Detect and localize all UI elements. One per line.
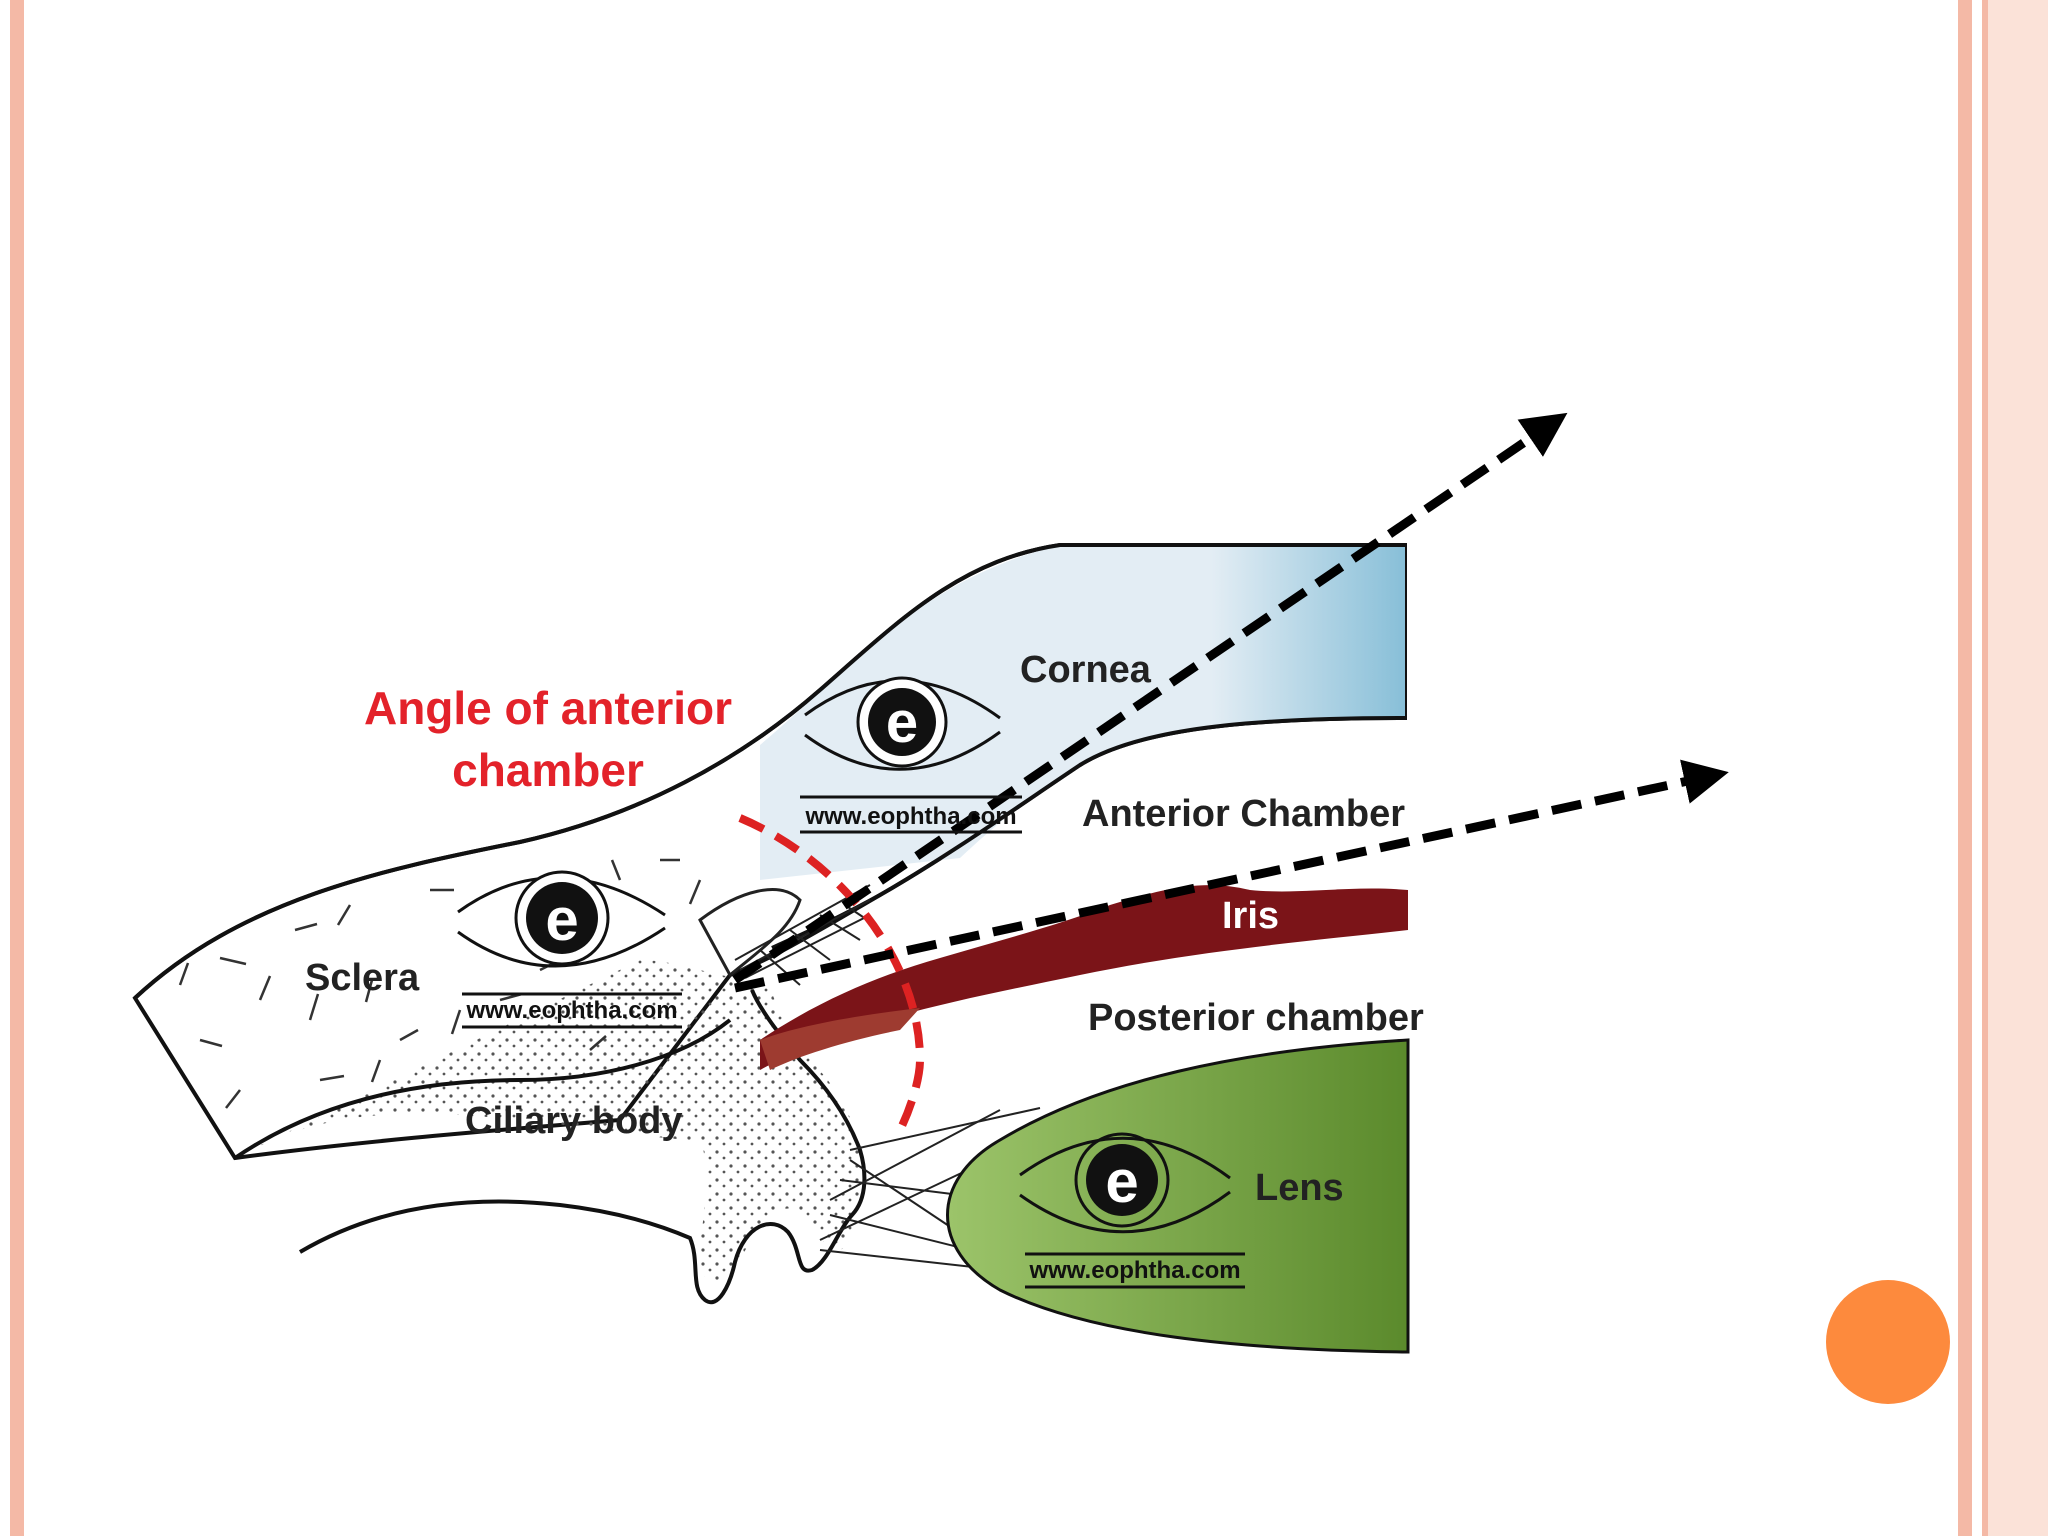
label-cornea: Cornea <box>1020 649 1152 691</box>
diagram-title-line-2: chamber <box>452 744 644 796</box>
ciliary-body-outline <box>298 989 867 1305</box>
label-iris: Iris <box>1222 895 1279 937</box>
angle-indicator-arc <box>738 814 925 1132</box>
watermark-letter: e <box>886 690 918 755</box>
label-posterior-chamber: Posterior chamber <box>1088 997 1424 1039</box>
label-anterior-chamber: Anterior Chamber <box>1082 793 1405 835</box>
ciliary-body <box>235 960 861 1283</box>
watermark-logo-cornea: e www.eophtha.com <box>800 676 1022 834</box>
label-ciliary-body: Ciliary body <box>465 1100 683 1142</box>
cornea-outer-edge <box>133 543 1405 1000</box>
label-lens: Lens <box>1255 1167 1344 1209</box>
sclera-ciliary-boundary <box>233 1018 732 1160</box>
label-sclera: Sclera <box>305 957 420 999</box>
watermark-url: www.eophtha.com <box>1028 1257 1240 1284</box>
lens <box>946 1038 1410 1354</box>
iris-lower <box>760 1008 920 1070</box>
watermark-url: www.eophtha.com <box>465 997 677 1024</box>
accent-dot <box>1826 1280 1950 1404</box>
iris <box>760 885 1408 1070</box>
right-border-panel <box>1982 0 2048 1536</box>
watermark-letter: e <box>1105 1148 1138 1215</box>
watermark-logo-lens: e www.eophtha.com <box>1019 1132 1245 1289</box>
outflow-arrow-lower <box>734 759 1729 993</box>
outflow-arrow-upper <box>732 412 1568 984</box>
left-border-stripe <box>10 0 24 1536</box>
watermark-logo-sclera: e www.eophtha.com <box>457 870 682 1029</box>
diagram-title-line-1: Angle of anterior <box>364 682 732 734</box>
watermark-letter: e <box>545 886 578 953</box>
right-border-stripe <box>1958 0 1972 1536</box>
watermark-url: www.eophtha.com <box>804 803 1016 830</box>
